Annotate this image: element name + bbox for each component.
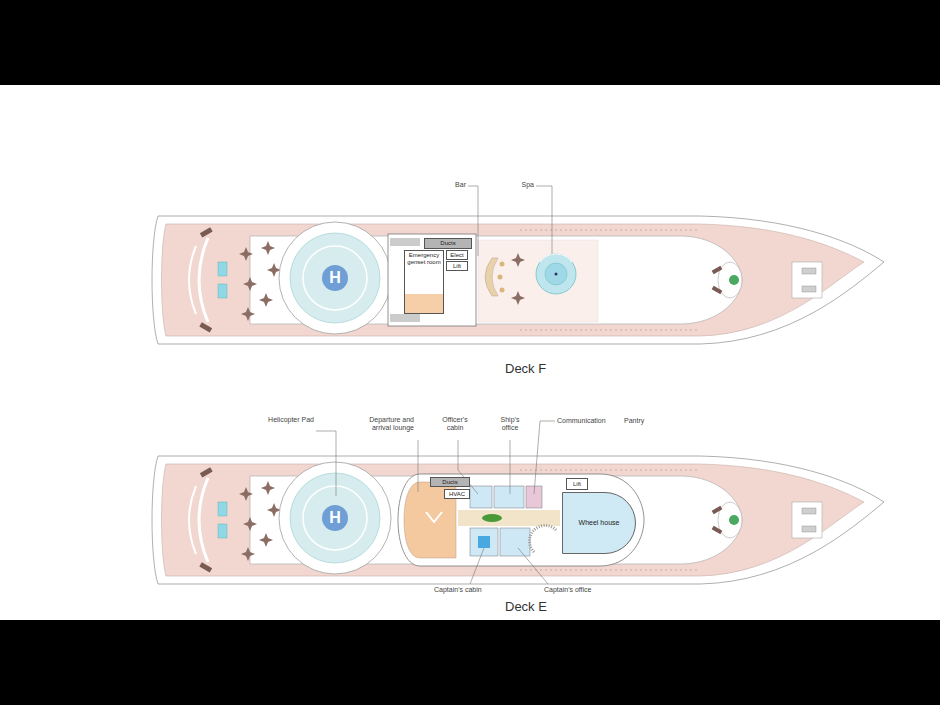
leader-line: [418, 440, 419, 492]
captain-office: [500, 528, 530, 556]
bridge-block: [398, 474, 644, 566]
room-name: Wheel house: [579, 519, 620, 527]
helipad-marker: H: [322, 505, 348, 531]
officer-cabin: [470, 486, 492, 508]
callout-label: Helicopter Pad: [268, 416, 314, 424]
leader-lines: [316, 186, 555, 584]
service-block: [388, 234, 476, 326]
lounge-sofa: [426, 512, 442, 522]
bar-stool: [500, 262, 505, 267]
bar-deck: [478, 240, 598, 322]
deck-f-details: [388, 234, 598, 326]
leader-line: [316, 431, 336, 496]
room-name: Emergency genset room: [406, 252, 442, 265]
top-bar: [0, 0, 940, 85]
callout-label: Bar: [438, 181, 466, 189]
duct-strip: [390, 238, 420, 246]
callout-label: Officer's cabin: [436, 416, 474, 432]
callout-label: Departure and arrival lounge: [354, 416, 414, 432]
leader-line: [470, 548, 484, 584]
leader-line: [534, 421, 555, 494]
deck-f-hull: [152, 216, 884, 344]
callout-label: Pantry: [624, 417, 668, 425]
ship-office: [494, 486, 524, 508]
callout-label: Spa: [506, 181, 534, 189]
leader-line: [518, 548, 548, 584]
room-box: Elect: [446, 250, 468, 260]
captain-cabin: [470, 528, 498, 556]
duct-strip: [390, 314, 420, 322]
callout-label: Communication: [557, 417, 621, 425]
table: [511, 253, 525, 267]
callout-label: Ship's office: [492, 416, 528, 432]
corridor: [458, 510, 560, 526]
bath: [478, 536, 490, 548]
communication-room: [526, 486, 542, 508]
room-name: Ducts: [440, 240, 455, 247]
bar-stool: [498, 275, 503, 280]
leader-line: [510, 440, 511, 494]
room-box: Wheel house: [562, 492, 636, 554]
stairs: [529, 525, 556, 552]
table: [511, 291, 525, 305]
deck-e-hull: [152, 456, 884, 584]
spa-basin: [545, 263, 567, 285]
spa-jet: [555, 273, 558, 276]
room-box: Lift: [446, 261, 468, 271]
room-name: HVAC: [449, 491, 465, 498]
leader-line: [536, 186, 552, 254]
room-box: Ducts: [430, 477, 470, 487]
callout-label: Captain's office: [544, 586, 624, 594]
room-name: H: [329, 509, 341, 527]
bar-counter: [485, 258, 498, 296]
plant: [482, 514, 502, 522]
spa-pool: [536, 254, 576, 294]
bottom-bar: [0, 620, 940, 705]
room-box: Emergency genset room: [404, 250, 444, 314]
room-name: Lift: [453, 263, 461, 270]
room-box: Ducts: [424, 238, 472, 249]
room-name: H: [329, 269, 341, 287]
deck-e-details: [398, 474, 644, 566]
deck-title: Deck F: [505, 362, 585, 377]
bar-stool: [500, 288, 505, 293]
room-name: Elect: [450, 252, 463, 259]
spa-step: [540, 254, 572, 262]
helipad-marker: H: [322, 265, 348, 291]
callout-label: Captain's cabin: [434, 586, 514, 594]
room-box: Lift: [566, 478, 588, 490]
room-name: Ducts: [442, 479, 457, 486]
room-box: HVAC: [444, 489, 470, 499]
room-name: Lift: [573, 481, 581, 488]
deck-title: Deck E: [505, 600, 585, 615]
